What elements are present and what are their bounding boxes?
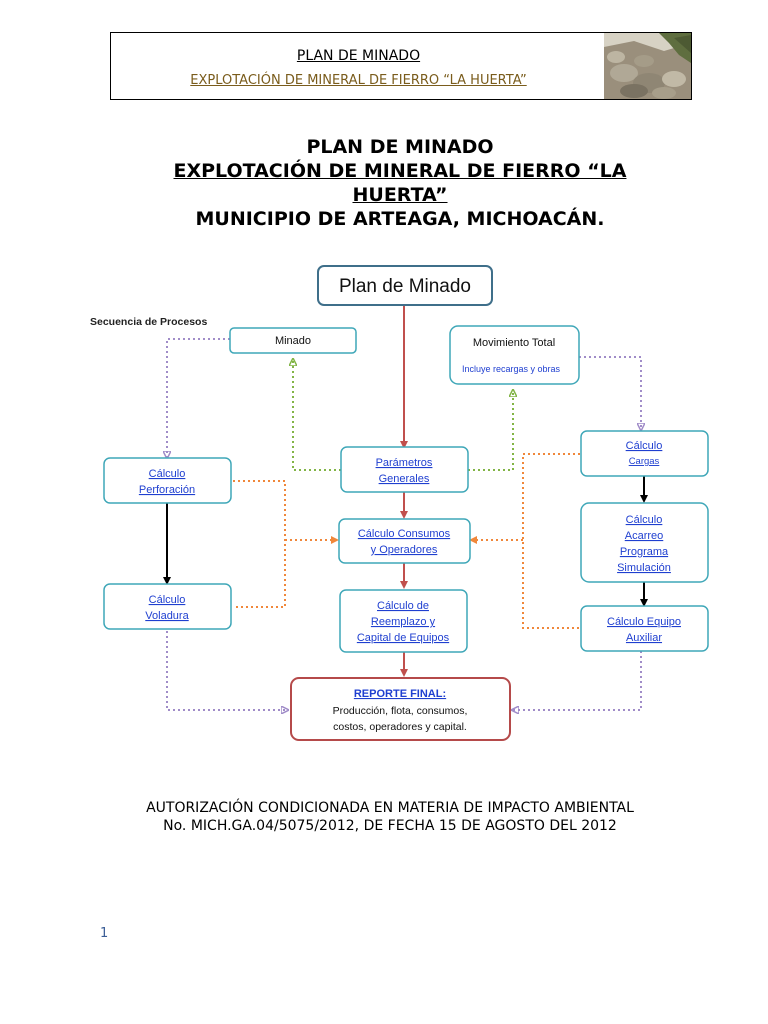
node-voladura-line1: Cálculo: [149, 594, 186, 606]
document-title: PLAN DE MINADO EXPLOTACIÓN DE MINERAL DE…: [120, 135, 680, 231]
node-perforacion-line1: Cálculo: [149, 468, 186, 480]
node-reemplazo-line2: Reemplazo y: [371, 616, 436, 628]
authorization-line-2: No. MICH.GA.04/5075/2012, DE FECHA 15 DE…: [163, 818, 617, 834]
node-cargas-line2: Cargas: [629, 456, 660, 467]
process-flow-diagram: Secuencia de Procesos Plan de Minado Min…: [90, 265, 709, 741]
node-cargas-line1: Cálculo: [626, 440, 663, 452]
node-reemplazo-line1: Cálculo de: [377, 600, 429, 612]
title-line-4: MUNICIPIO DE ARTEAGA, MICHOACÁN.: [195, 208, 605, 230]
node-movimiento-label: Movimiento Total: [473, 337, 555, 349]
node-acarreo-line3: Programa: [620, 546, 669, 558]
node-consumos-line1: Cálculo Consumos: [358, 528, 451, 540]
authorization-note: AUTORIZACIÓN CONDICIONADA EN MATERIA DE …: [90, 799, 690, 835]
node-calculo-voladura: Cálculo Voladura: [103, 583, 232, 630]
node-reporte-line2: costos, operadores y capital.: [333, 721, 467, 733]
title-line-3: HUERTA”: [352, 184, 448, 206]
node-acarreo-line2: Acarreo: [625, 530, 664, 542]
rocky-hillside-photo: [604, 33, 691, 99]
node-plan-label: Plan de Minado: [339, 276, 471, 297]
node-calculo-acarreo: Cálculo Acarreo Programa Simulación: [580, 502, 709, 583]
node-parametros-generales: Parámetros Generales: [340, 446, 469, 493]
node-acarreo-line4: Simulación: [617, 562, 671, 574]
node-reemplazo-line3: Capital de Equipos: [357, 632, 450, 644]
node-auxiliar-line1: Cálculo Equipo: [607, 616, 681, 628]
orange-dotted-arrows: [233, 453, 580, 629]
node-minado: Minado: [229, 327, 357, 354]
purple-dotted-arrows: [167, 338, 641, 710]
node-plan-de-minado: Plan de Minado: [317, 265, 493, 306]
node-calculo-cargas: Cálculo Cargas: [580, 430, 709, 477]
sequence-label: Secuencia de Procesos: [90, 316, 207, 328]
node-reporte-title: REPORTE FINAL:: [354, 688, 446, 700]
node-parametros-line1: Parámetros: [376, 457, 433, 469]
node-consumos-line2: y Operadores: [371, 544, 438, 556]
header-title: PLAN DE MINADO: [296, 48, 421, 64]
header-subtitle: EXPLOTACIÓN DE MINERAL DE FIERRO “LA HUE…: [190, 73, 527, 88]
node-movimiento-total: Movimiento Total Incluye recargas y obra…: [449, 325, 580, 385]
black-arrows: [163, 476, 648, 607]
header-photo: [604, 33, 691, 99]
node-parametros-line2: Generales: [379, 473, 430, 485]
title-line-1: PLAN DE MINADO: [306, 136, 494, 158]
node-reporte-final: REPORTE FINAL: Producción, flota, consum…: [290, 677, 511, 741]
node-minado-label: Minado: [275, 335, 311, 347]
node-reporte-line1: Producción, flota, consumos,: [333, 705, 468, 717]
node-calculo-perforacion: Cálculo Perforación: [103, 457, 232, 504]
node-calculo-equipo-auxiliar: Cálculo Equipo Auxiliar: [580, 605, 709, 652]
node-calculo-consumos: Cálculo Consumos y Operadores: [338, 518, 471, 564]
page-header: PLAN DE MINADO EXPLOTACIÓN DE MINERAL DE…: [110, 32, 692, 100]
green-dotted-arrows: [293, 360, 513, 471]
page-number: 1: [100, 926, 109, 941]
node-calculo-reemplazo: Cálculo de Reemplazo y Capital de Equipo…: [339, 589, 468, 653]
title-line-2: EXPLOTACIÓN DE MINERAL DE FIERRO “LA: [173, 160, 627, 182]
node-acarreo-line1: Cálculo: [626, 514, 663, 526]
node-perforacion-line2: Perforación: [139, 484, 195, 496]
authorization-line-1: AUTORIZACIÓN CONDICIONADA EN MATERIA DE …: [146, 800, 634, 816]
node-movimiento-sub: Incluye recargas y obras: [462, 364, 561, 374]
node-auxiliar-line2: Auxiliar: [626, 632, 662, 644]
node-voladura-line2: Voladura: [145, 610, 189, 622]
